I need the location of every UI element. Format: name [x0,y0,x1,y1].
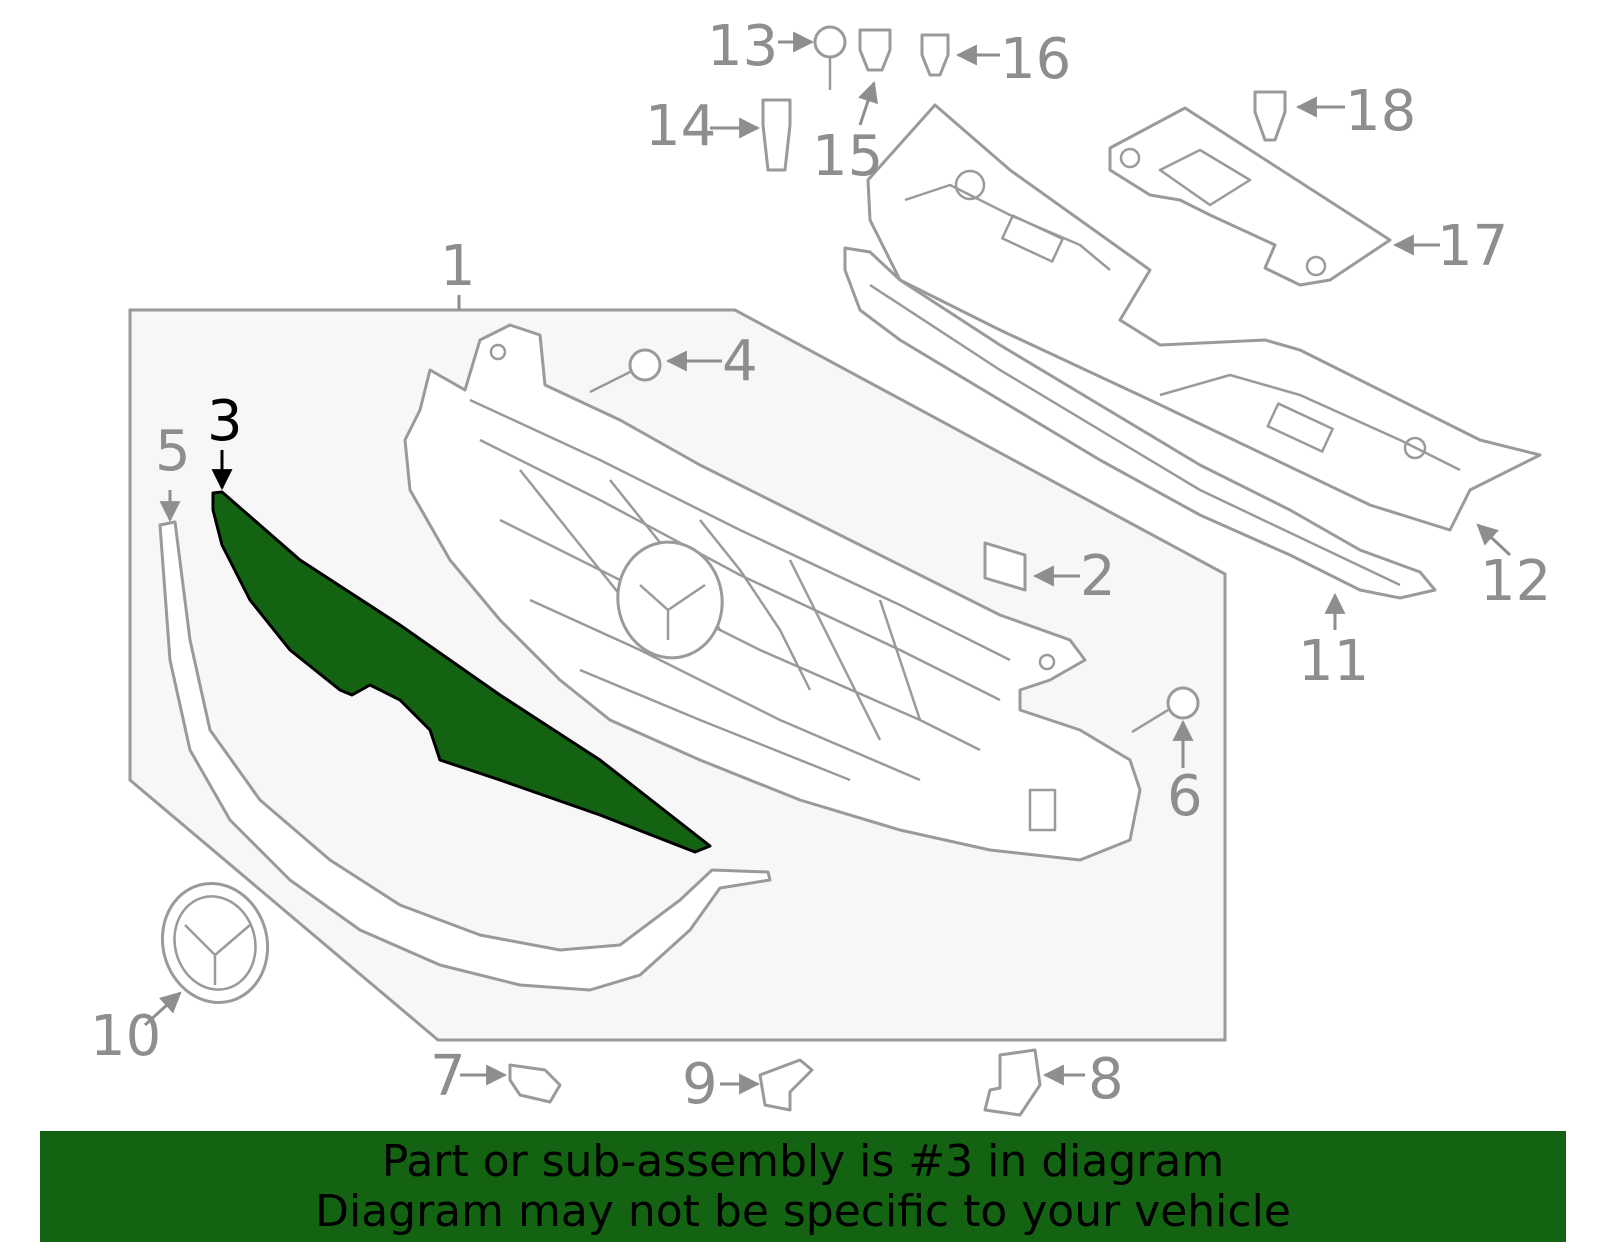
callout-8: 8 [1088,1047,1124,1112]
banner-line-1: Part or sub-assembly is #3 in diagram [381,1135,1225,1187]
callout-13: 13 [707,14,778,79]
clip-part-15 [858,28,892,72]
callout-5: 5 [155,419,191,484]
callout-4: 4 [722,329,758,394]
callout-11: 11 [1298,629,1369,694]
upper-tie-bar-part-12 [866,103,1542,532]
callout-1: 1 [440,234,476,299]
molding-strip-part-5 [158,520,772,992]
callout-10: 10 [90,1004,161,1069]
callout-3: 3 [207,389,243,454]
callout-16: 16 [1000,27,1071,92]
pad-part-2 [983,541,1027,592]
emblem-part-10 [160,882,270,1004]
leader-lines [143,31,1512,1095]
callout-6: 6 [1167,764,1203,829]
pin-part-14 [761,98,792,172]
callout-9: 9 [682,1052,718,1117]
screw-part-4 [589,348,662,394]
screw-part-6 [1131,686,1200,734]
clip-part-9 [758,1058,814,1112]
callout-2: 2 [1080,544,1116,609]
callout-15: 15 [812,124,883,189]
bolt-part-13 [813,25,847,90]
clip-part-16 [920,33,950,77]
banner-line-2: Diagram may not be specific to your vehi… [315,1185,1291,1237]
lower-bar-part-11 [843,246,1437,600]
callout-14: 14 [645,94,716,159]
highlighted-part-3 [211,490,712,854]
bracket-part-8 [983,1048,1042,1117]
info-banner: Part or sub-assembly is #3 in diagram Di… [40,1131,1566,1242]
clip-part-7 [508,1063,562,1104]
callout-12: 12 [1480,549,1551,614]
callout-7: 7 [430,1044,466,1109]
callout-17: 17 [1437,214,1508,279]
under-cover-part-17 [1108,106,1392,287]
grille-assembly [403,323,1142,862]
callout-18: 18 [1345,79,1416,144]
clip-part-18 [1253,90,1287,142]
